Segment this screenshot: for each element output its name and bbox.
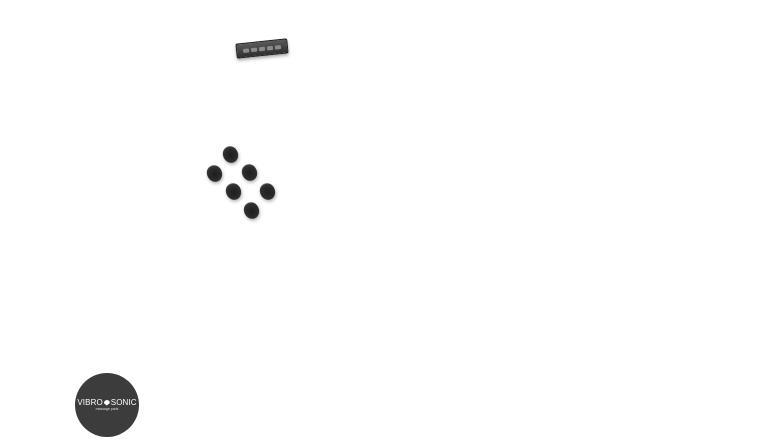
brand-logo[interactable]: VIBRO SONIC massage pads — [75, 373, 139, 437]
panel-button-icon — [250, 47, 258, 52]
panel-button-icon — [274, 44, 282, 50]
panel-button-icon — [258, 46, 266, 51]
shield-icon — [103, 399, 110, 406]
massage-node-icon — [220, 143, 241, 166]
massage-node-icon — [257, 180, 278, 203]
massage-node-icon — [204, 162, 225, 185]
logo-word-left: VIBRO — [77, 398, 103, 407]
logo-wordmark: VIBRO SONIC — [77, 398, 136, 407]
panel-button-icon — [242, 47, 250, 53]
control-panel-icon — [235, 38, 289, 59]
logo-tagline: massage pads — [95, 407, 119, 411]
panel-button-icon — [266, 45, 274, 50]
logo-word-right: SONIC — [110, 398, 137, 407]
massage-node-icon — [239, 161, 260, 184]
massage-node-icon — [223, 180, 244, 203]
massage-node-icon — [241, 199, 262, 222]
